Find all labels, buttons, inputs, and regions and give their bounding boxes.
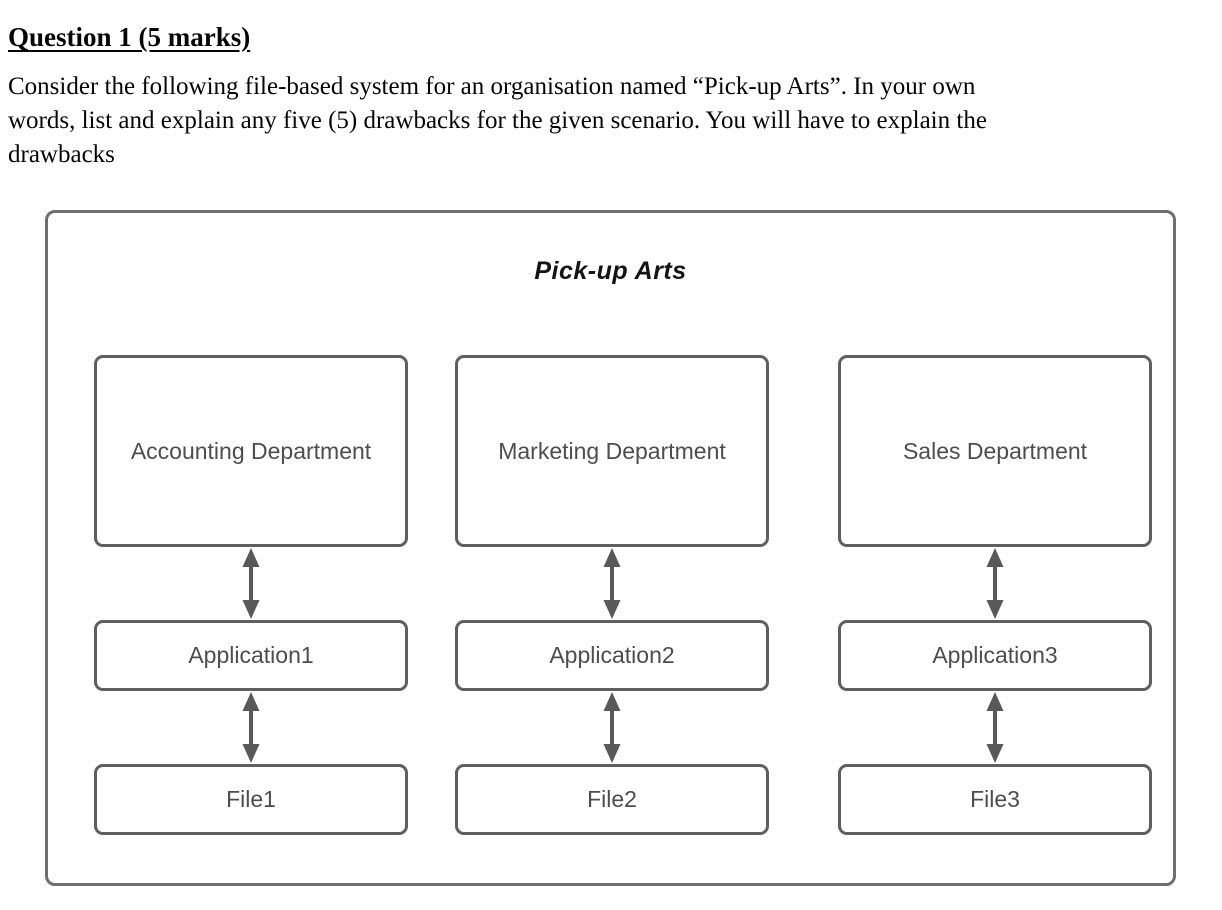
department-box: Marketing Department: [455, 355, 769, 547]
double-arrow-icon: [981, 691, 1009, 764]
double-arrow-icon: [598, 547, 626, 620]
file-box: File2: [455, 764, 769, 835]
double-arrow-icon: [598, 691, 626, 764]
application-box: Application3: [838, 620, 1152, 691]
file-box: File1: [94, 764, 408, 835]
application-box: Application1: [94, 620, 408, 691]
application-box: Application2: [455, 620, 769, 691]
question-heading: Question 1 (5 marks): [8, 22, 251, 53]
department-box: Accounting Department: [94, 355, 408, 547]
file-box: File3: [838, 764, 1152, 835]
double-arrow-icon: [981, 547, 1009, 620]
diagram-frame: Pick-up Arts Accounting Department Appli…: [45, 210, 1176, 886]
diagram-column-sales: Sales Department Application3 File3: [838, 355, 1152, 835]
double-arrow-icon: [237, 691, 265, 764]
department-box: Sales Department: [838, 355, 1152, 547]
diagram-title: Pick-up Arts: [534, 257, 687, 285]
diagram-column-accounting: Accounting Department Application1 File1: [94, 355, 408, 835]
diagram-column-marketing: Marketing Department Application2 File2: [455, 355, 769, 835]
question-text-line: Consider the following file-based system…: [8, 73, 976, 100]
question-text-line: drawbacks: [8, 141, 115, 168]
question-text-line: words, list and explain any five (5) dra…: [8, 107, 987, 134]
question-text: Consider the following file-based system…: [8, 70, 1218, 172]
double-arrow-icon: [237, 547, 265, 620]
